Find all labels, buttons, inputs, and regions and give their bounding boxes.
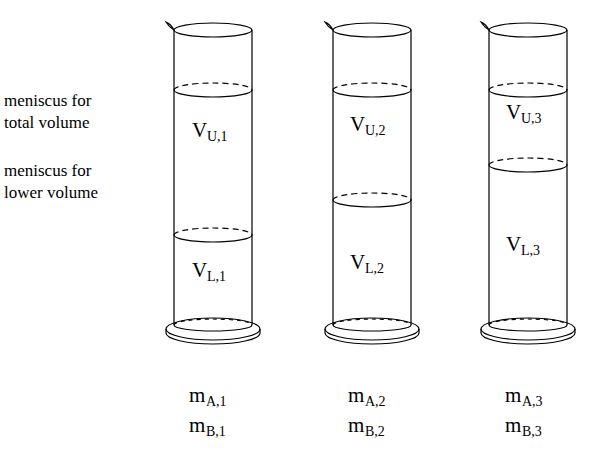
mass-symbol: m [505,383,521,407]
mass-subscript: B,1 [206,424,226,440]
cylinder [481,22,575,344]
volume-symbol: V [506,232,521,256]
volume-subscript: L,3 [521,243,540,259]
mass-subscript: B,2 [365,424,385,440]
volume-symbol: V [350,112,365,136]
mass-symbol: m [348,413,364,437]
mass-symbol: m [505,413,521,437]
volume-subscript: L,1 [207,269,226,285]
mass-subscript: A,3 [522,394,543,410]
meniscus-note: meniscus for lower volume [4,160,116,204]
mass-symbol: m [189,413,205,437]
volume-symbol: V [350,250,365,274]
volume-symbol: V [192,258,207,282]
cylinder [325,22,419,344]
mass-symbol: m [189,383,205,407]
mass-subscript: B,3 [522,424,542,440]
volume-subscript: L,2 [365,261,384,277]
meniscus-note: meniscus for total volume [4,90,116,134]
volume-subscript: U,2 [365,123,386,139]
volume-subscript: U,1 [207,129,228,145]
volume-symbol: V [506,100,521,124]
cylinder [166,22,260,344]
mass-symbol: m [348,383,364,407]
volume-symbol: V [192,118,207,142]
mass-subscript: A,2 [365,394,386,410]
mass-subscript: A,1 [206,394,227,410]
volume-subscript: U,3 [521,111,542,127]
